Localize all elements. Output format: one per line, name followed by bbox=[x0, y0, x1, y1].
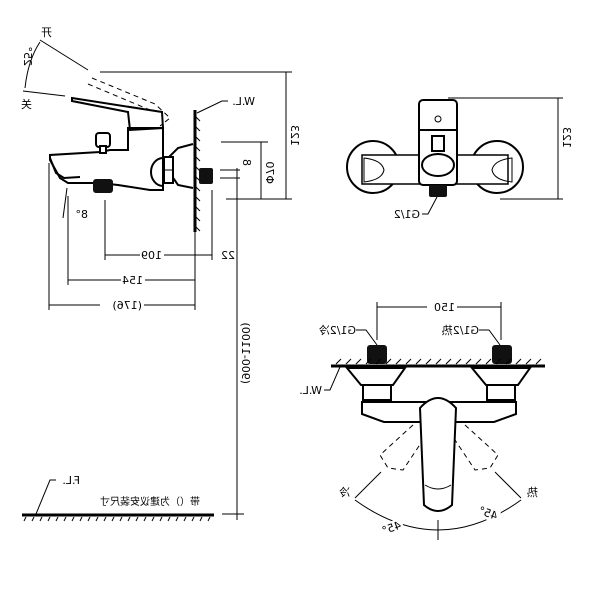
side-view: W.L. 开 关 25° bbox=[21, 26, 301, 522]
angle-right-label: 45° bbox=[477, 504, 500, 523]
open-label: 开 bbox=[41, 26, 52, 39]
hot-inlet-thread bbox=[492, 345, 512, 364]
wl-leader bbox=[196, 100, 228, 114]
angle-arc bbox=[24, 41, 41, 89]
install-height-label: (900-1100) bbox=[239, 322, 252, 384]
cold-inlet-label: G1/2冷 bbox=[319, 324, 356, 337]
diverter-knob bbox=[95, 132, 111, 148]
g12-leader bbox=[422, 196, 438, 215]
front-thread-label: G1/2 bbox=[394, 208, 420, 221]
cold-angle-line bbox=[354, 471, 382, 499]
top-view: 150 G1/2冷 G1/2热 W.L. bbox=[299, 301, 545, 540]
handle-dome bbox=[150, 157, 164, 187]
fl-leader bbox=[35, 479, 56, 515]
cold-inlet-leader bbox=[356, 329, 378, 346]
close-angle-line bbox=[22, 90, 66, 97]
cold-lever-position bbox=[379, 424, 424, 471]
hot-label: 热 bbox=[527, 486, 538, 499]
hot-inlet-leader bbox=[479, 329, 501, 346]
spout-angle-label: 8° bbox=[76, 208, 89, 221]
diameter-label: Φ70 bbox=[263, 161, 276, 184]
thread-offset-label: 8 bbox=[240, 159, 253, 166]
right-handle-shape bbox=[491, 157, 513, 183]
top-wall-hatching bbox=[335, 358, 542, 365]
side-height-label: 123 bbox=[288, 125, 301, 146]
spacing-label: 150 bbox=[434, 301, 455, 314]
top-wl-leader bbox=[324, 366, 341, 391]
cold-label: 冷 bbox=[339, 486, 350, 499]
cold-inlet-thread bbox=[367, 345, 387, 364]
hot-nut bbox=[486, 384, 516, 401]
shower-outlet-thread bbox=[93, 179, 113, 193]
dim-176-label: (176) bbox=[112, 299, 142, 312]
wall-hatching bbox=[194, 115, 201, 232]
left-handle-shape bbox=[363, 157, 385, 183]
spout-angle-line bbox=[62, 187, 68, 219]
front-height-label: 123 bbox=[560, 127, 573, 148]
install-note: 带（）为建议安装尺寸 bbox=[100, 495, 200, 508]
top-body bbox=[361, 401, 517, 423]
angle-left-label: 45° bbox=[380, 519, 403, 538]
open-angle-line bbox=[39, 39, 89, 71]
side-wl-label: W.L. bbox=[232, 95, 255, 108]
inlet-thread bbox=[199, 168, 213, 184]
front-dome bbox=[421, 153, 455, 177]
hot-lever-position bbox=[454, 424, 499, 471]
dim-22-label: 22 bbox=[221, 249, 235, 262]
spout bbox=[49, 157, 81, 180]
floor-hatching bbox=[23, 516, 211, 522]
fl-label: F.L. bbox=[62, 474, 80, 487]
hot-angle-line bbox=[494, 471, 522, 499]
cold-escutcheon bbox=[344, 367, 407, 386]
hot-escutcheon bbox=[469, 367, 532, 386]
top-wl-label: W.L. bbox=[299, 384, 322, 397]
close-label: 关 bbox=[21, 97, 32, 111]
lever-handle bbox=[71, 96, 165, 132]
front-view: G1/2 123 bbox=[346, 97, 573, 221]
front-outlet-thread bbox=[429, 185, 447, 197]
dim-109-label: 109 bbox=[141, 249, 162, 262]
cold-nut bbox=[362, 384, 392, 401]
front-handle-dot bbox=[434, 115, 442, 123]
hot-inlet-label: G1/2热 bbox=[442, 324, 479, 337]
lever-angle-label: 25° bbox=[21, 47, 34, 67]
dim-154-label: 154 bbox=[122, 274, 143, 287]
top-lever bbox=[418, 397, 458, 512]
front-diverter bbox=[431, 135, 445, 152]
